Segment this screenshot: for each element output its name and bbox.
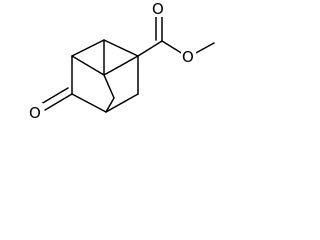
bond-c2-c3 [103, 39, 139, 57]
bond-ester-o-to-methyl [193, 42, 215, 55]
bond-c4-c5 [105, 93, 139, 113]
bond-ketone-double-b [40, 87, 69, 105]
bond-c5-c6 [71, 93, 107, 113]
ketone-oxygen-background [28, 103, 43, 121]
bond-ketone-double-a [44, 93, 73, 111]
bond-c3-c7 [103, 55, 139, 76]
bond-c1-c2 [71, 39, 105, 57]
bond-c7-c8 [103, 74, 115, 99]
carbonyl-oxygen-background [151, 0, 166, 17]
bond-ring-to-carboxyl [137, 40, 163, 57]
molecule-structure: O O O [28, 0, 215, 122]
ester-oxygen-background [181, 47, 196, 65]
bond-c1-c7 [71, 55, 105, 76]
bond-c8-c5 [105, 97, 115, 113]
ester-oxygen-label: O [182, 48, 194, 66]
bond-carboxyl-to-ester-o [161, 40, 184, 55]
ketone-oxygen-label: O [29, 104, 41, 122]
carbonyl-oxygen-label: O [152, 0, 164, 18]
